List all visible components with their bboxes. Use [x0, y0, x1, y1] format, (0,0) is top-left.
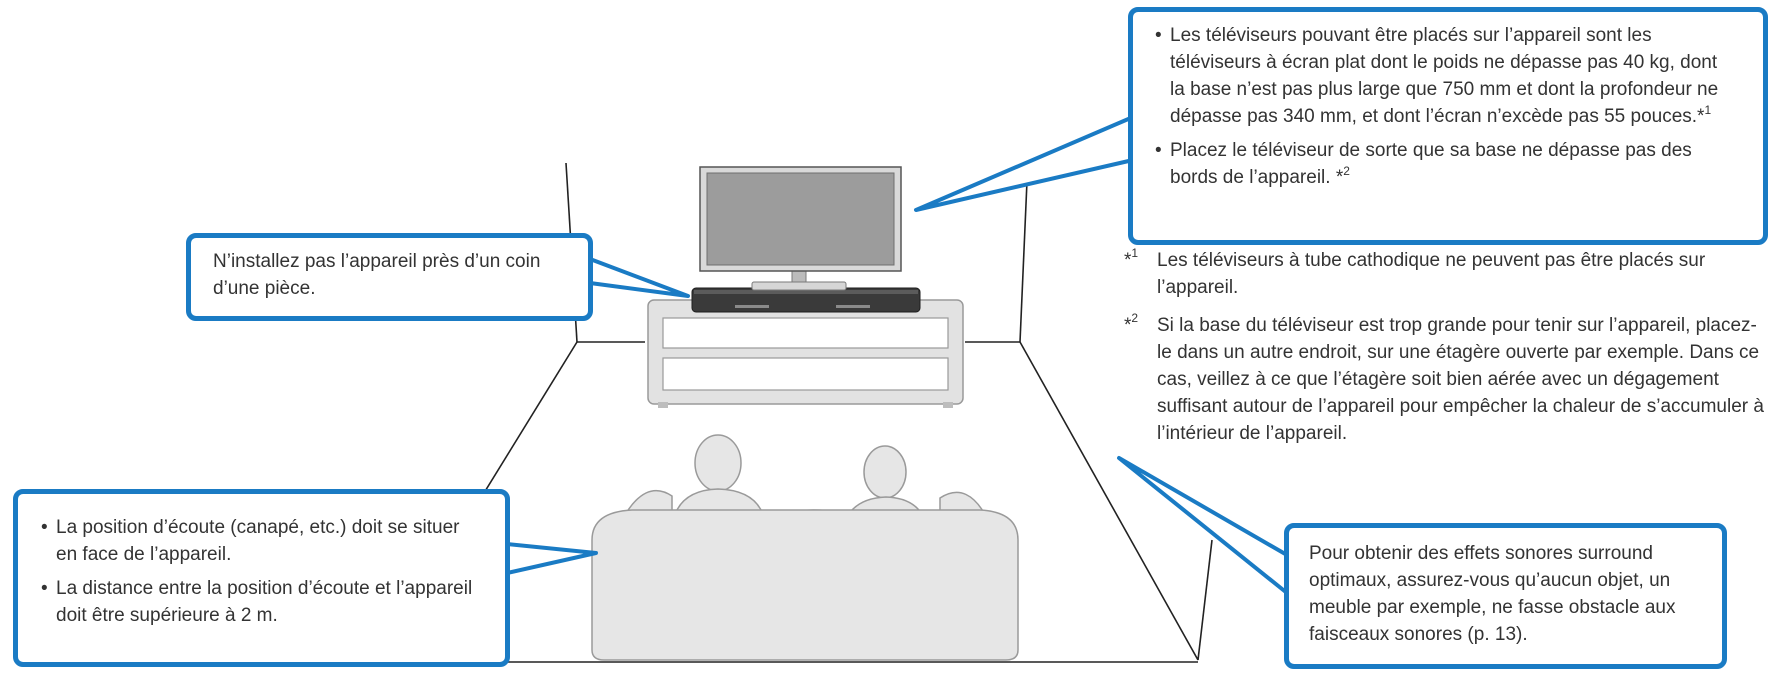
footnote-text: Les téléviseurs à tube cathodique ne peu…: [1157, 250, 1706, 298]
tv-requirement-item: Placez le téléviseur de sorte que sa bas…: [1155, 138, 1737, 192]
corner-warning-callout: N’installez pas l’appareil près d’un coi…: [186, 233, 593, 321]
corner-warning-text: N’installez pas l’appareil près d’un coi…: [213, 251, 541, 299]
sound-bar-unit: [691, 287, 921, 313]
footnote-marker: *2: [1124, 310, 1139, 336]
listening-position-item: La position d’écoute (canapé, etc.) doit…: [41, 515, 481, 569]
listening-position-item: La distance entre la position d’écoute e…: [41, 576, 481, 630]
footnote-marker: *1: [1124, 246, 1139, 271]
footnotes: *1 Les téléviseurs à tube cathodique ne …: [1124, 246, 1764, 448]
footnote-text: Si la base du téléviseur est trop grande…: [1157, 314, 1764, 444]
listening-position-callout: La position d’écoute (canapé, etc.) doit…: [13, 489, 510, 667]
flat-tv: [699, 166, 902, 291]
tv-requirements-callout: Les téléviseurs pouvant être placés sur …: [1128, 7, 1768, 245]
tv-rack: [647, 299, 964, 408]
sofa: [591, 489, 1019, 661]
footnote-item: *2 Si la base du téléviseur est trop gra…: [1124, 310, 1764, 448]
room-outline: [454, 162, 1213, 663]
footnote-item: *1 Les téléviseurs à tube cathodique ne …: [1124, 246, 1764, 302]
surround-effects-callout: Pour obtenir des effets sonores surround…: [1284, 523, 1727, 669]
tv-requirement-item: Les téléviseurs pouvant être placés sur …: [1155, 23, 1737, 131]
surround-effects-text: Pour obtenir des effets sonores surround…: [1309, 543, 1676, 645]
